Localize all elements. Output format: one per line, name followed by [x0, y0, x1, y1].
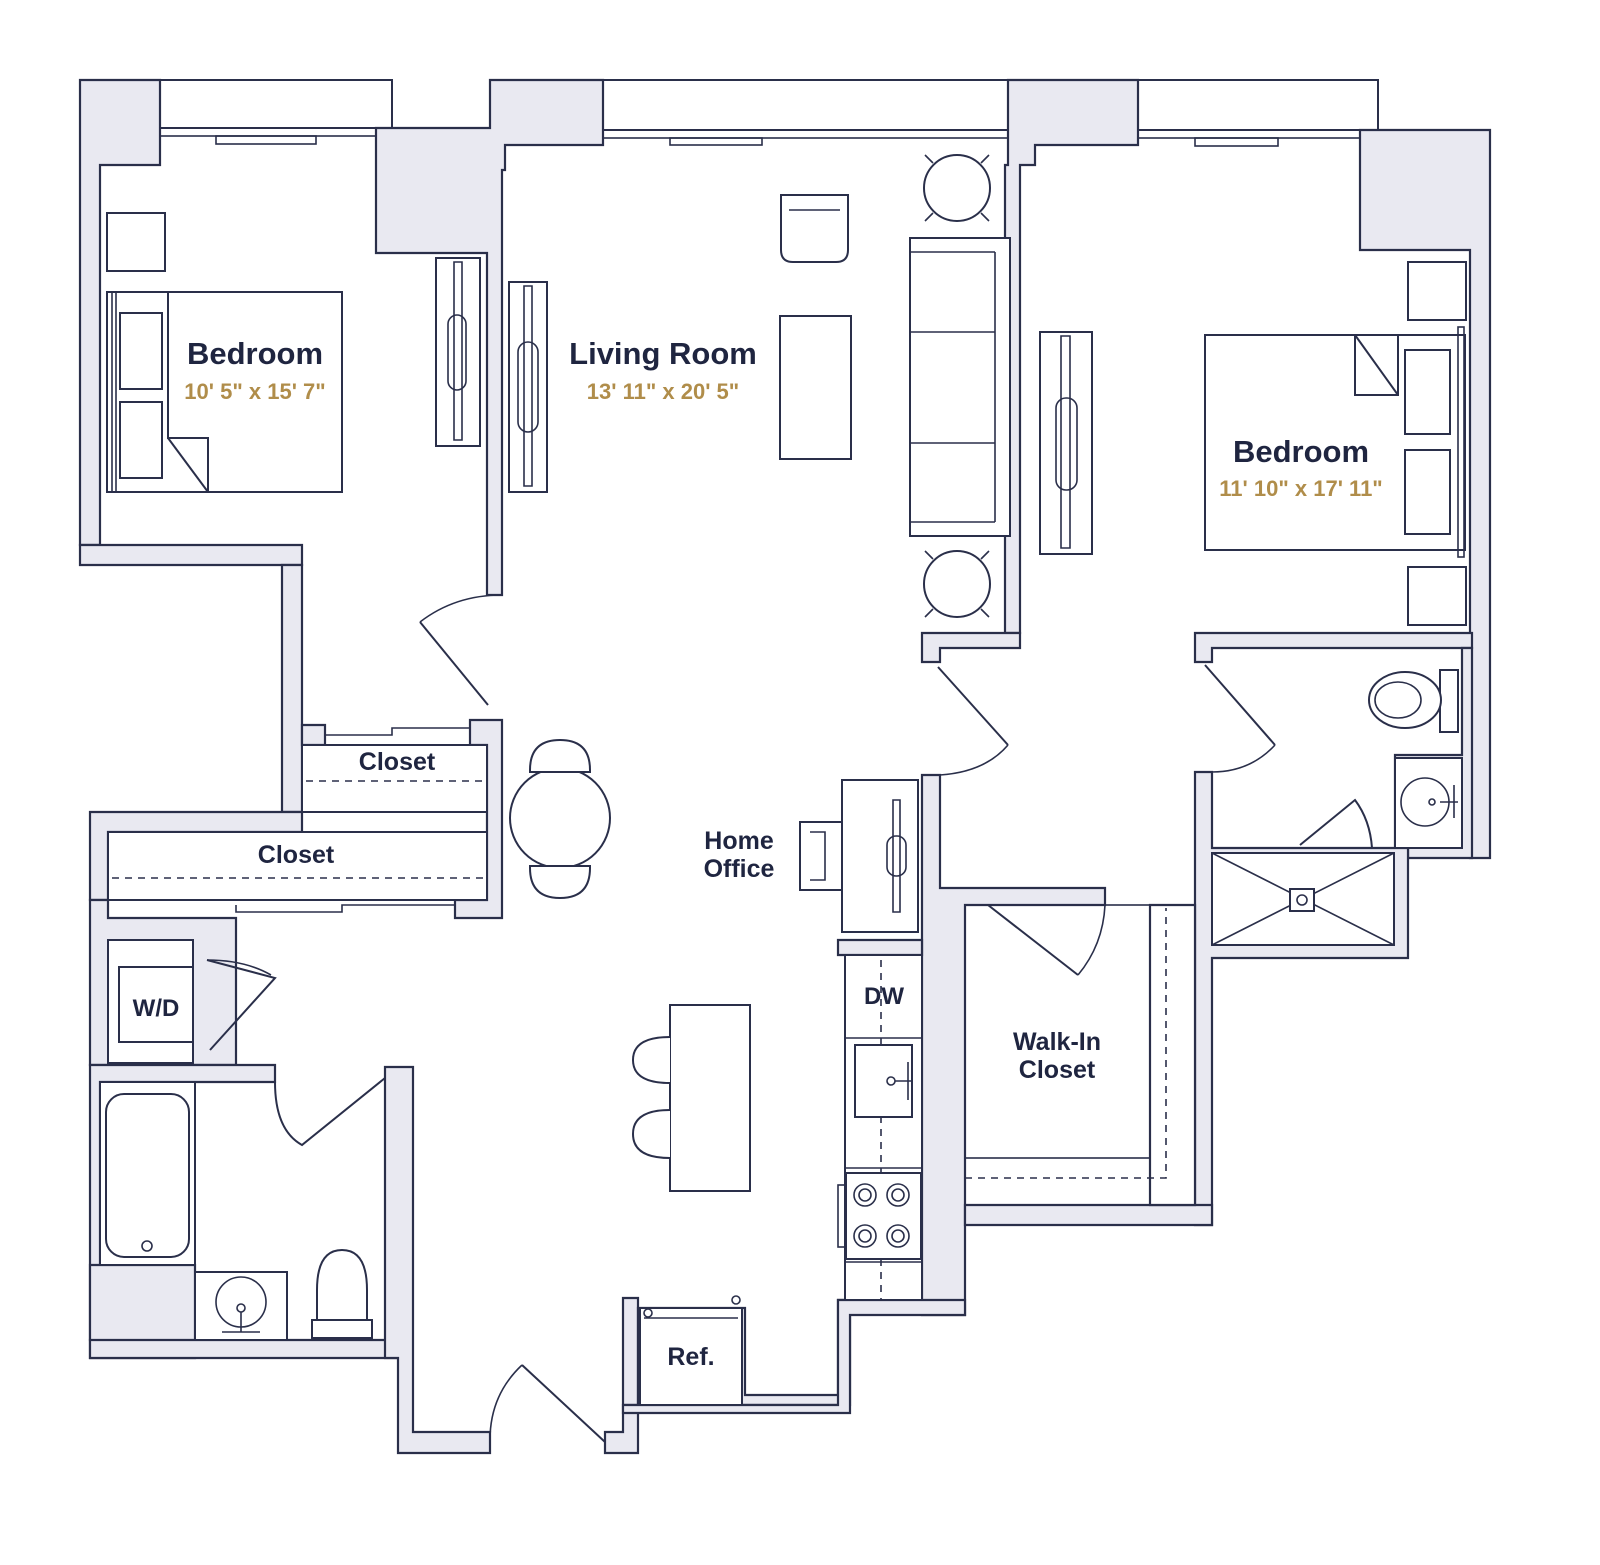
dishwasher-label: DW: [864, 983, 904, 1010]
walk-in-label-1: Walk-In: [1013, 1028, 1101, 1056]
kitchen: [639, 954, 923, 1406]
bedroom-right-dims: 11' 10" x 17' 11": [1219, 476, 1382, 501]
washer-dryer-label: W/D: [133, 995, 180, 1022]
bedroom-left-furniture: [106, 212, 481, 493]
bedroom-left-name: Bedroom: [187, 336, 323, 371]
living-room-name: Living Room: [569, 336, 757, 371]
walk-in-closet: [964, 904, 1167, 1179]
living-room-dims: 13' 11" x 20' 5": [587, 379, 739, 404]
bedroom-right-furniture: [1039, 261, 1467, 626]
bedroom-left-dims: 10' 5" x 15' 7": [184, 379, 325, 404]
closets-left: [107, 727, 488, 1064]
bathroom-right: [1211, 669, 1463, 946]
living-room-furniture: [508, 154, 1011, 1192]
walk-in-label-2: Closet: [1019, 1056, 1096, 1084]
bedroom-right-name: Bedroom: [1233, 434, 1369, 469]
doors: [419, 594, 1276, 1443]
closet-small-label: Closet: [359, 748, 436, 776]
closet-large-label: Closet: [258, 841, 335, 869]
refrigerator-label: Ref.: [667, 1343, 714, 1371]
room-labels: Bedroom 10' 5" x 15' 7" Living Room 13' …: [133, 336, 1383, 1371]
home-office-label-2: Office: [704, 855, 775, 883]
walls: [78, 78, 1492, 1455]
home-office-label-1: Home: [704, 827, 774, 855]
windows: [159, 79, 1379, 147]
bathroom-left: [99, 1077, 386, 1341]
